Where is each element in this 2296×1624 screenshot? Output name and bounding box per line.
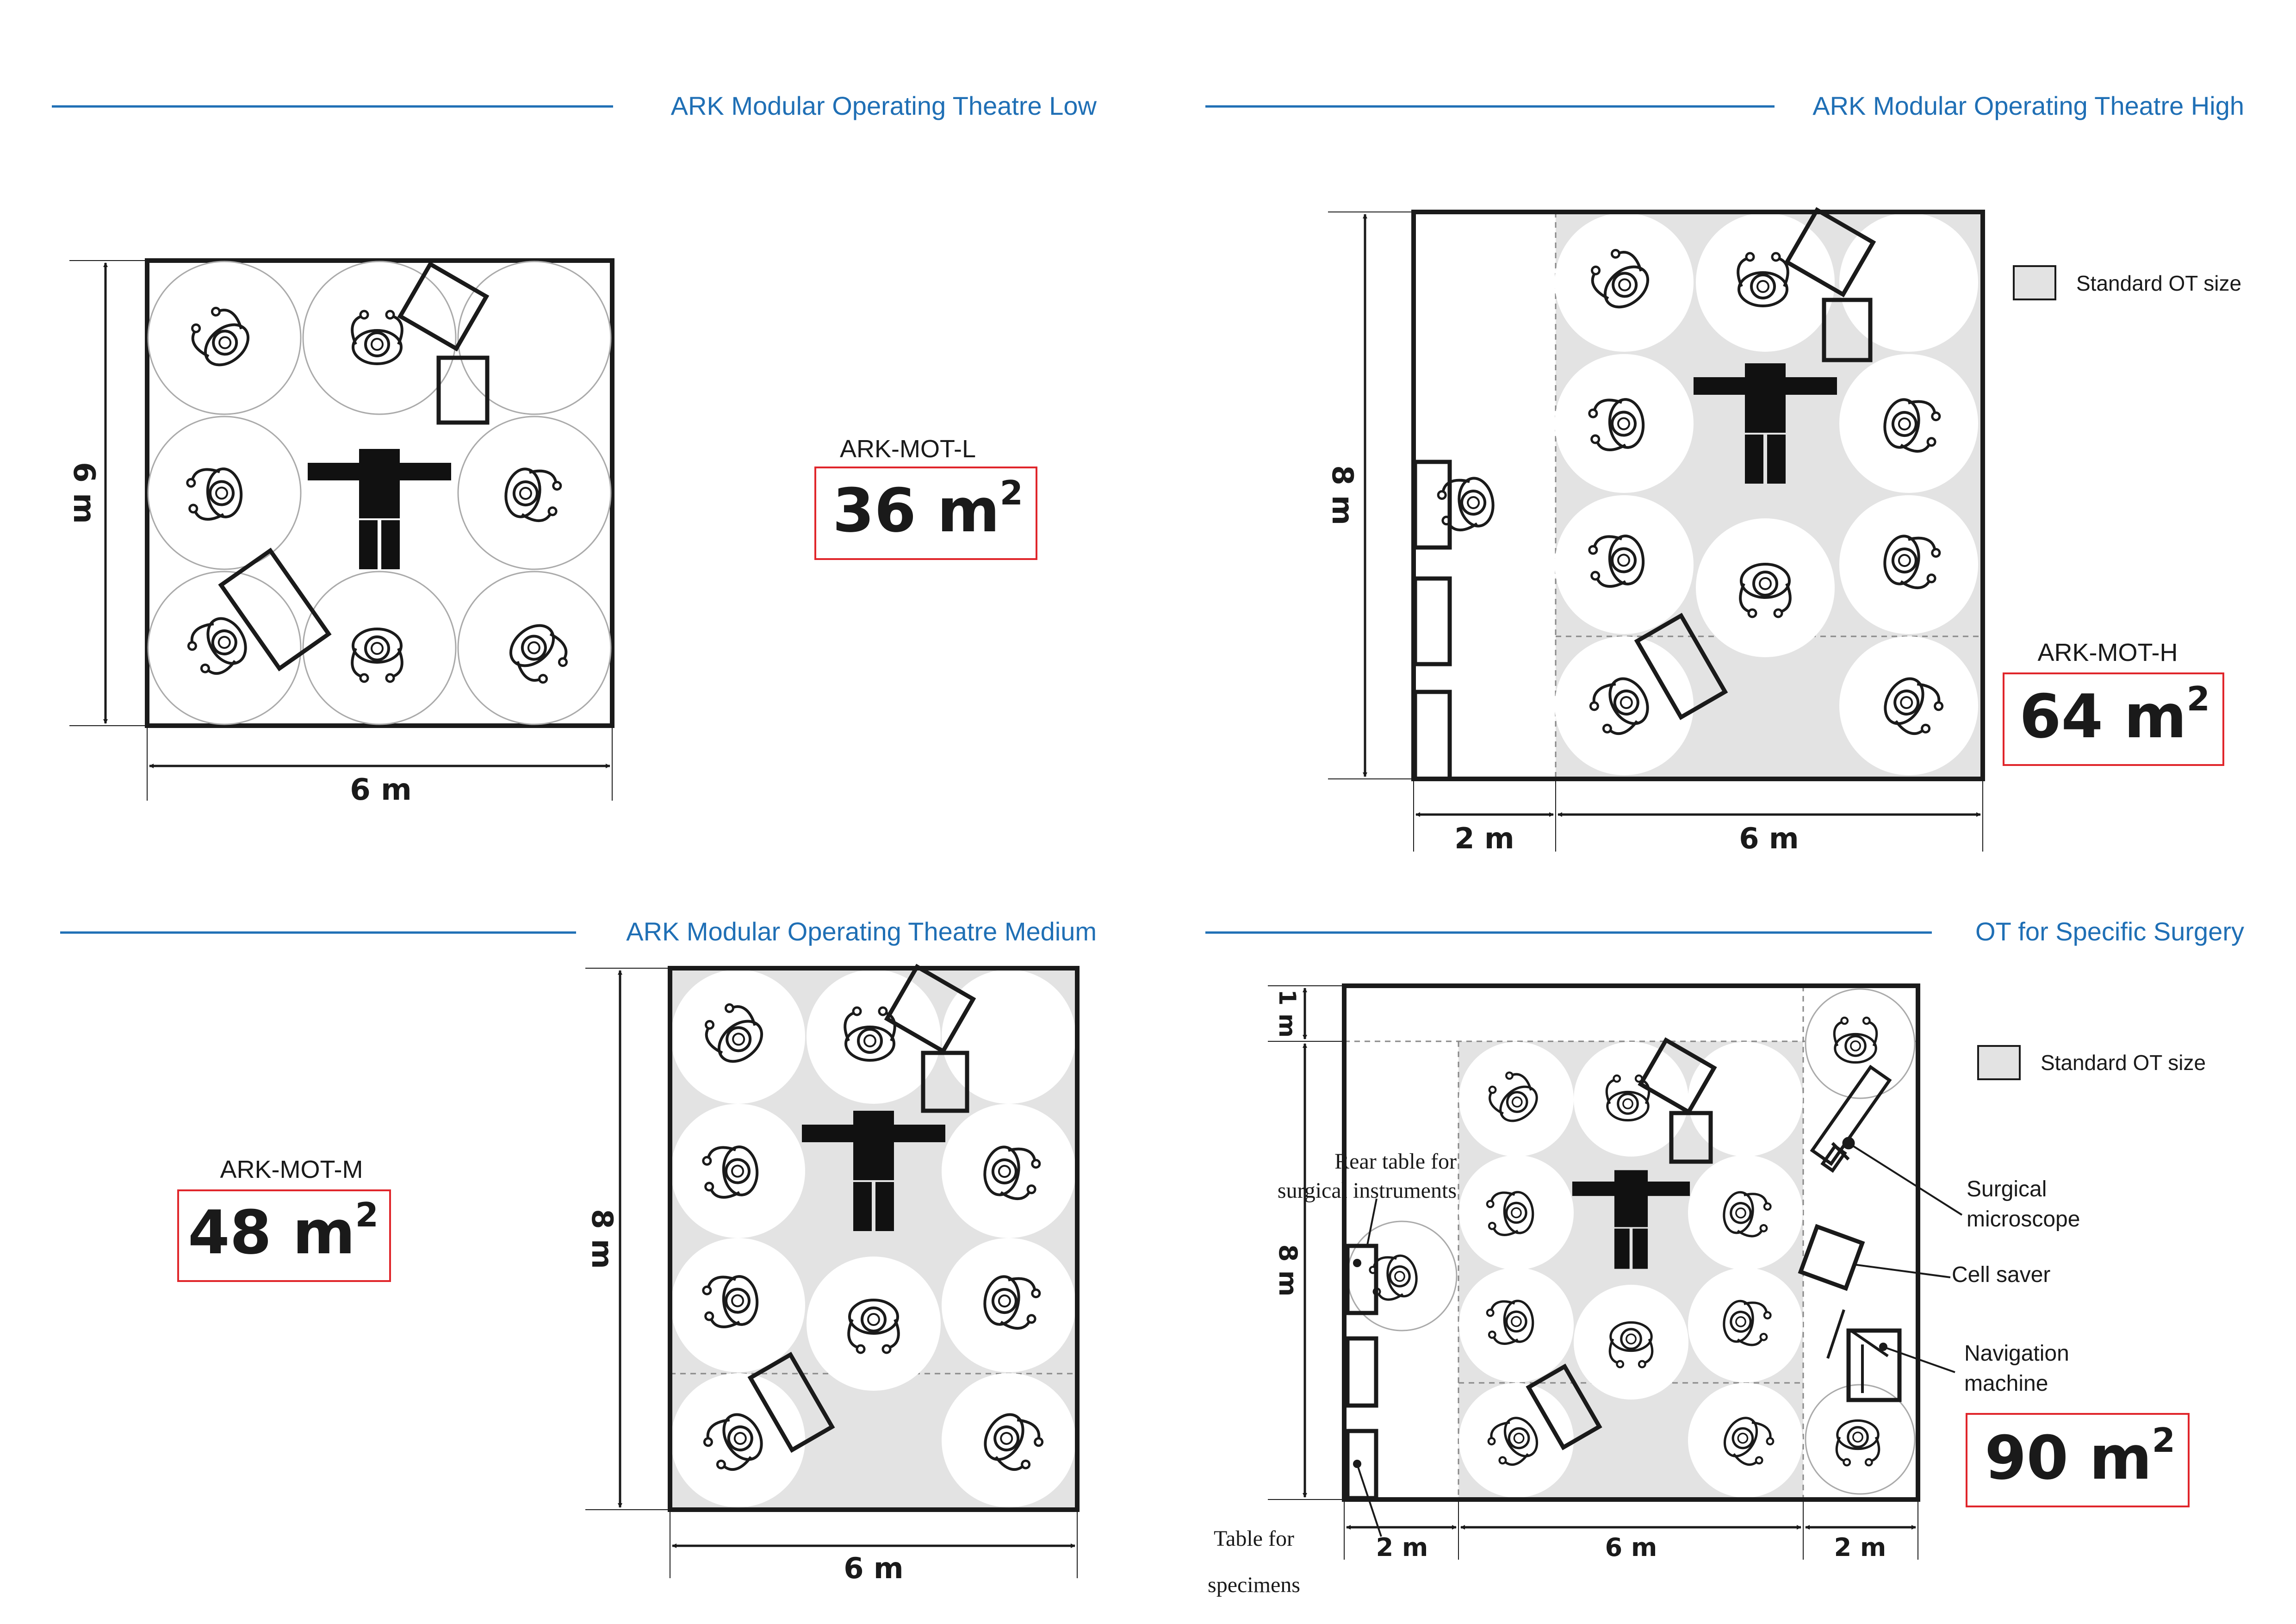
- panel-title: OT for Specific Surgery: [1975, 917, 2244, 946]
- area-box: [1966, 1413, 2190, 1507]
- navigation-arm-icon: [1826, 1309, 1889, 1393]
- panel-low: ARK Modular Operating Theatre Low: [52, 91, 1097, 807]
- top-height-label: 1 m: [1274, 989, 1301, 1038]
- room-outline: [668, 966, 1080, 1512]
- model-code: ARK-MOT-M: [220, 1156, 363, 1183]
- panel-medium: ARK Modular Operating Theatre Medium: [60, 917, 1097, 1585]
- dimension-lines: [69, 260, 613, 801]
- panel-high: ARK Modular Operating Theatre High: [1205, 91, 2244, 855]
- model-code: ARK-MOT-L: [840, 435, 976, 463]
- dimension-lines: [585, 968, 1078, 1578]
- area-label: 64 m2: [2019, 679, 2210, 752]
- room-outline: [1342, 983, 1920, 1502]
- width-label: 6 m: [1739, 821, 1799, 855]
- specimen-table: [1345, 1429, 1378, 1500]
- panel-title: ARK Modular Operating Theatre Low: [671, 91, 1097, 120]
- equipment: [1413, 207, 1876, 781]
- area-box: [2003, 672, 2224, 766]
- area-label: 36 m2: [832, 473, 1023, 546]
- height-label: 6 m: [67, 462, 101, 524]
- side-table: [1413, 576, 1452, 666]
- cell-saver-label: Cell saver: [1952, 1263, 2050, 1287]
- navigation-label: Navigation: [1964, 1341, 2069, 1366]
- model-code: ARK-MOT-H: [2038, 639, 2178, 666]
- height-label: 8 m: [1326, 465, 1359, 525]
- specimens-label: specimens: [1208, 1573, 1300, 1597]
- rear-table-label: Rear table for: [1334, 1149, 1457, 1174]
- dimension-lines: [1268, 985, 1918, 1560]
- width-label: 6 m: [1605, 1533, 1657, 1562]
- navigation-machine: [1846, 1328, 1902, 1402]
- height-label: 8 m: [1273, 1244, 1303, 1297]
- side-table: [1413, 460, 1452, 550]
- panel-title: ARK Modular Operating Theatre Medium: [626, 917, 1097, 946]
- equipment: [1345, 1037, 1902, 1500]
- left-width-label: 2 m: [1454, 821, 1514, 855]
- legend-label: Standard OT size: [2041, 1051, 2206, 1075]
- height-label: 8 m: [585, 1209, 619, 1269]
- side-table: [1413, 690, 1452, 781]
- area-label: 48 m2: [188, 1195, 379, 1268]
- left-width-label: 2 m: [1376, 1533, 1428, 1562]
- zone-dividers: [1344, 986, 1918, 1500]
- legend-label: Standard OT size: [2076, 271, 2241, 295]
- side-table: [1345, 1336, 1378, 1408]
- panel-specific-surgery: OT for Specific Surgery: [1205, 917, 2244, 1597]
- microscope-label: microscope: [1967, 1207, 2080, 1232]
- width-label: 6 m: [350, 773, 412, 807]
- cell-saver: [1798, 1224, 1865, 1291]
- specimens-label: Table for: [1214, 1526, 1294, 1551]
- equipment: [218, 261, 490, 672]
- area-box: [814, 467, 1037, 560]
- microscope-label: Surgical: [1967, 1177, 2047, 1201]
- area-box: [177, 1189, 391, 1282]
- legend-swatch: [1977, 1045, 2021, 1080]
- panel-title: ARK Modular Operating Theatre High: [1812, 91, 2244, 120]
- area-label: 90 m2: [1985, 1421, 2175, 1493]
- rear-table: [1345, 1244, 1378, 1315]
- rear-table-label: surgical instruments: [1278, 1178, 1457, 1203]
- legend-swatch: [2013, 265, 2056, 300]
- equipment: [747, 964, 976, 1453]
- width-label: 6 m: [844, 1551, 903, 1585]
- navigation-label: machine: [1964, 1371, 2048, 1396]
- dimension-lines: [1328, 212, 1983, 852]
- right-width-label: 2 m: [1834, 1533, 1886, 1562]
